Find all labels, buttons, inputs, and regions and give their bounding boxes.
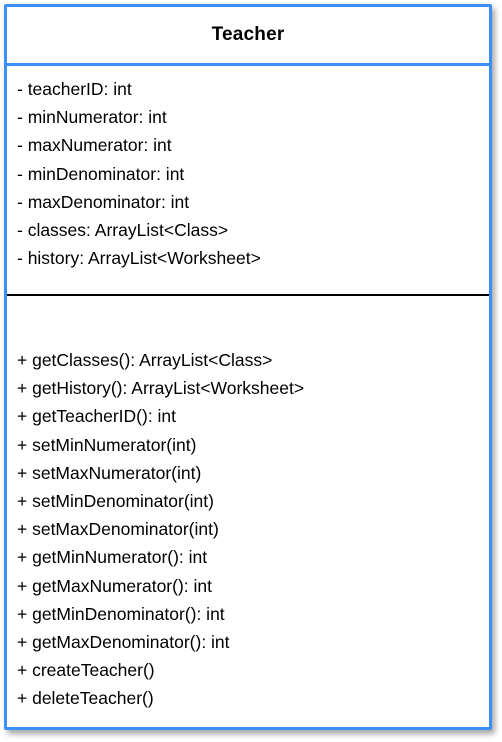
method-item: + getHistory(): ArrayList<Worksheet> [17, 378, 305, 399]
method-item: + getMaxDenominator(): int [17, 632, 230, 653]
method-item: + setMinNumerator(int) [17, 434, 197, 455]
method-item: + getMinDenominator(): int [17, 603, 225, 624]
attribute-item: - teacherID: int [17, 79, 132, 99]
method-item: + getTeacherID(): int [17, 406, 177, 427]
uml-class-box[interactable]: Teacher - teacherID: int - minNumerator:… [4, 4, 492, 730]
attribute-item: - minNumerator: int [17, 107, 167, 128]
class-header: Teacher [7, 7, 489, 66]
attribute-item: - classes: ArrayList<Class> [17, 220, 229, 241]
class-name: Teacher [211, 24, 285, 45]
attribute-item: - maxDenominator: int [17, 191, 190, 212]
method-item: + getMinNumerator(): int [17, 547, 208, 568]
method-item: + deleteTeacher() [17, 688, 154, 709]
method-item: + setMaxDenominator(int) [17, 519, 219, 540]
section-divider [7, 294, 489, 296]
attribute-item: - minDenominator: int [17, 163, 185, 184]
method-item: + setMinDenominator(int) [17, 491, 214, 512]
attribute-item: - maxNumerator: int [17, 135, 172, 156]
methods-section: + getClasses(): ArrayList<Class> + getHi… [17, 346, 477, 713]
method-item: + setMaxNumerator(int) [17, 462, 202, 483]
method-item: + createTeacher() [17, 660, 155, 681]
attributes-section: - teacherID: int - minNumerator: int - m… [17, 75, 477, 272]
attribute-item: - history: ArrayList<Worksheet> [17, 248, 261, 269]
method-item: + getClasses(): ArrayList<Class> [17, 350, 273, 370]
method-item: + getMaxNumerator(): int [17, 575, 212, 596]
